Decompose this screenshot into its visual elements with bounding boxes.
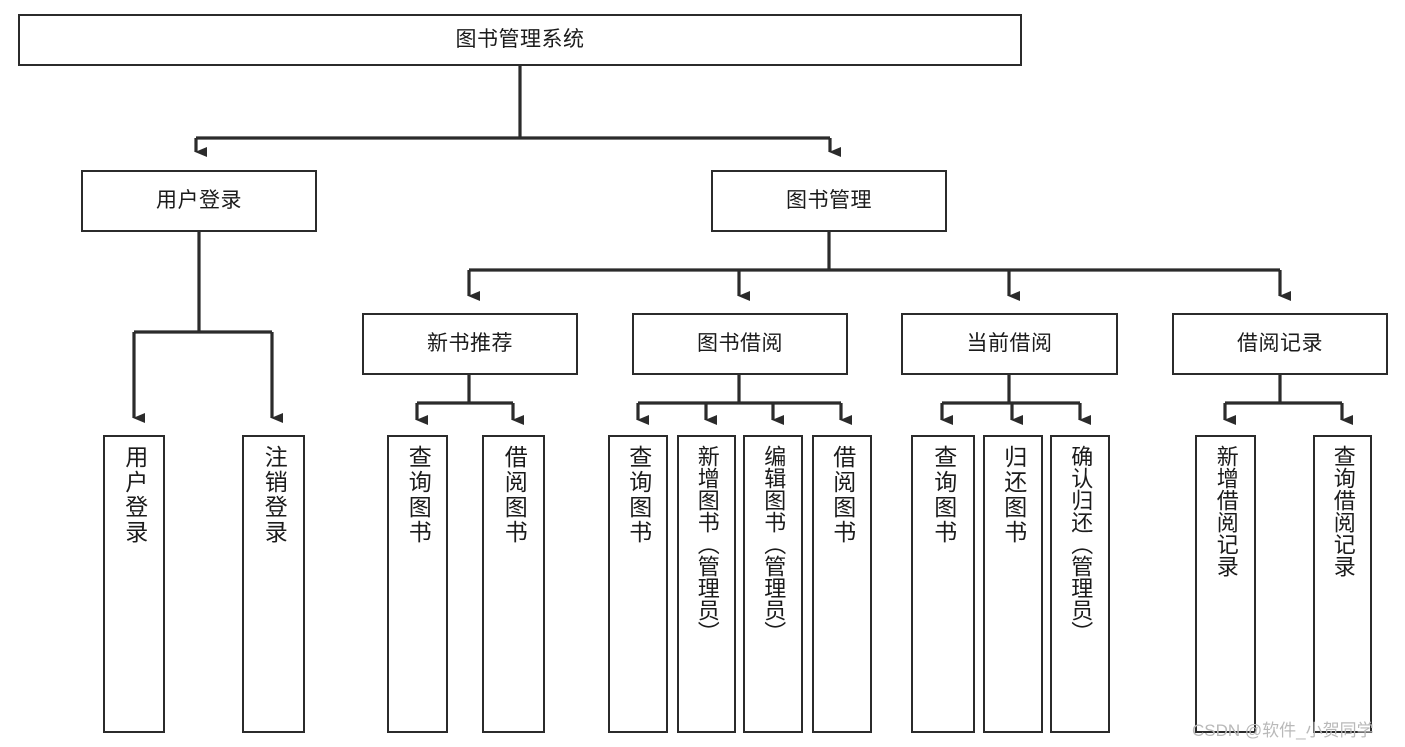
leaf-query-book-recommend[interactable]: 查询图书	[387, 435, 448, 733]
node-label: 图书管理	[786, 188, 872, 212]
node-book-borrow[interactable]: 图书借阅	[632, 313, 848, 375]
node-label: 借阅图书	[501, 445, 528, 545]
leaf-add-book-admin[interactable]: 新增图书（管理员）	[677, 435, 736, 733]
leaf-confirm-return-admin[interactable]: 确认归还（管理员）	[1050, 435, 1110, 733]
leaf-query-book-current[interactable]: 查询图书	[911, 435, 975, 733]
leaf-user-login[interactable]: 用户登录	[103, 435, 165, 733]
node-label: 借阅图书	[829, 445, 856, 545]
leaf-add-borrow-record[interactable]: 新增借阅记录	[1195, 435, 1256, 733]
leaf-query-borrow-record[interactable]: 查询借阅记录	[1313, 435, 1372, 733]
leaf-borrow-book-recommend[interactable]: 借阅图书	[482, 435, 545, 733]
node-label: 编辑图书（管理员）	[761, 445, 787, 643]
node-label: 新增借阅记录	[1213, 445, 1239, 577]
node-label: 查询图书	[405, 445, 432, 545]
leaf-query-book-borrow[interactable]: 查询图书	[608, 435, 668, 733]
leaf-return-book[interactable]: 归还图书	[983, 435, 1043, 733]
leaf-borrow-book-borrow[interactable]: 借阅图书	[812, 435, 872, 733]
node-label: 借阅记录	[1237, 331, 1323, 355]
node-root-system[interactable]: 图书管理系统	[18, 14, 1022, 66]
node-label: 新增图书（管理员）	[694, 445, 720, 643]
node-label: 图书借阅	[697, 331, 783, 355]
leaf-edit-book-admin[interactable]: 编辑图书（管理员）	[743, 435, 803, 733]
node-label: 图书管理系统	[455, 27, 585, 51]
node-label: 查询图书	[625, 445, 652, 545]
node-label: 注销登录	[261, 445, 288, 545]
leaf-user-logout[interactable]: 注销登录	[242, 435, 305, 733]
node-label: 用户登录	[121, 445, 148, 545]
node-label: 新书推荐	[427, 331, 513, 355]
node-label: 当前借阅	[966, 331, 1053, 355]
node-book-manage[interactable]: 图书管理	[711, 170, 947, 232]
node-label: 用户登录	[156, 188, 242, 212]
node-borrow-record[interactable]: 借阅记录	[1172, 313, 1388, 375]
node-user-login[interactable]: 用户登录	[81, 170, 317, 232]
node-new-book-recommend[interactable]: 新书推荐	[362, 313, 578, 375]
node-label: 查询借阅记录	[1330, 445, 1356, 577]
node-label: 查询图书	[930, 445, 957, 545]
node-current-borrow[interactable]: 当前借阅	[901, 313, 1118, 375]
node-label: 归还图书	[1000, 445, 1027, 545]
node-label: 确认归还（管理员）	[1068, 445, 1094, 643]
csdn-watermark: CSDN @软件_小贺同学	[1192, 721, 1374, 740]
